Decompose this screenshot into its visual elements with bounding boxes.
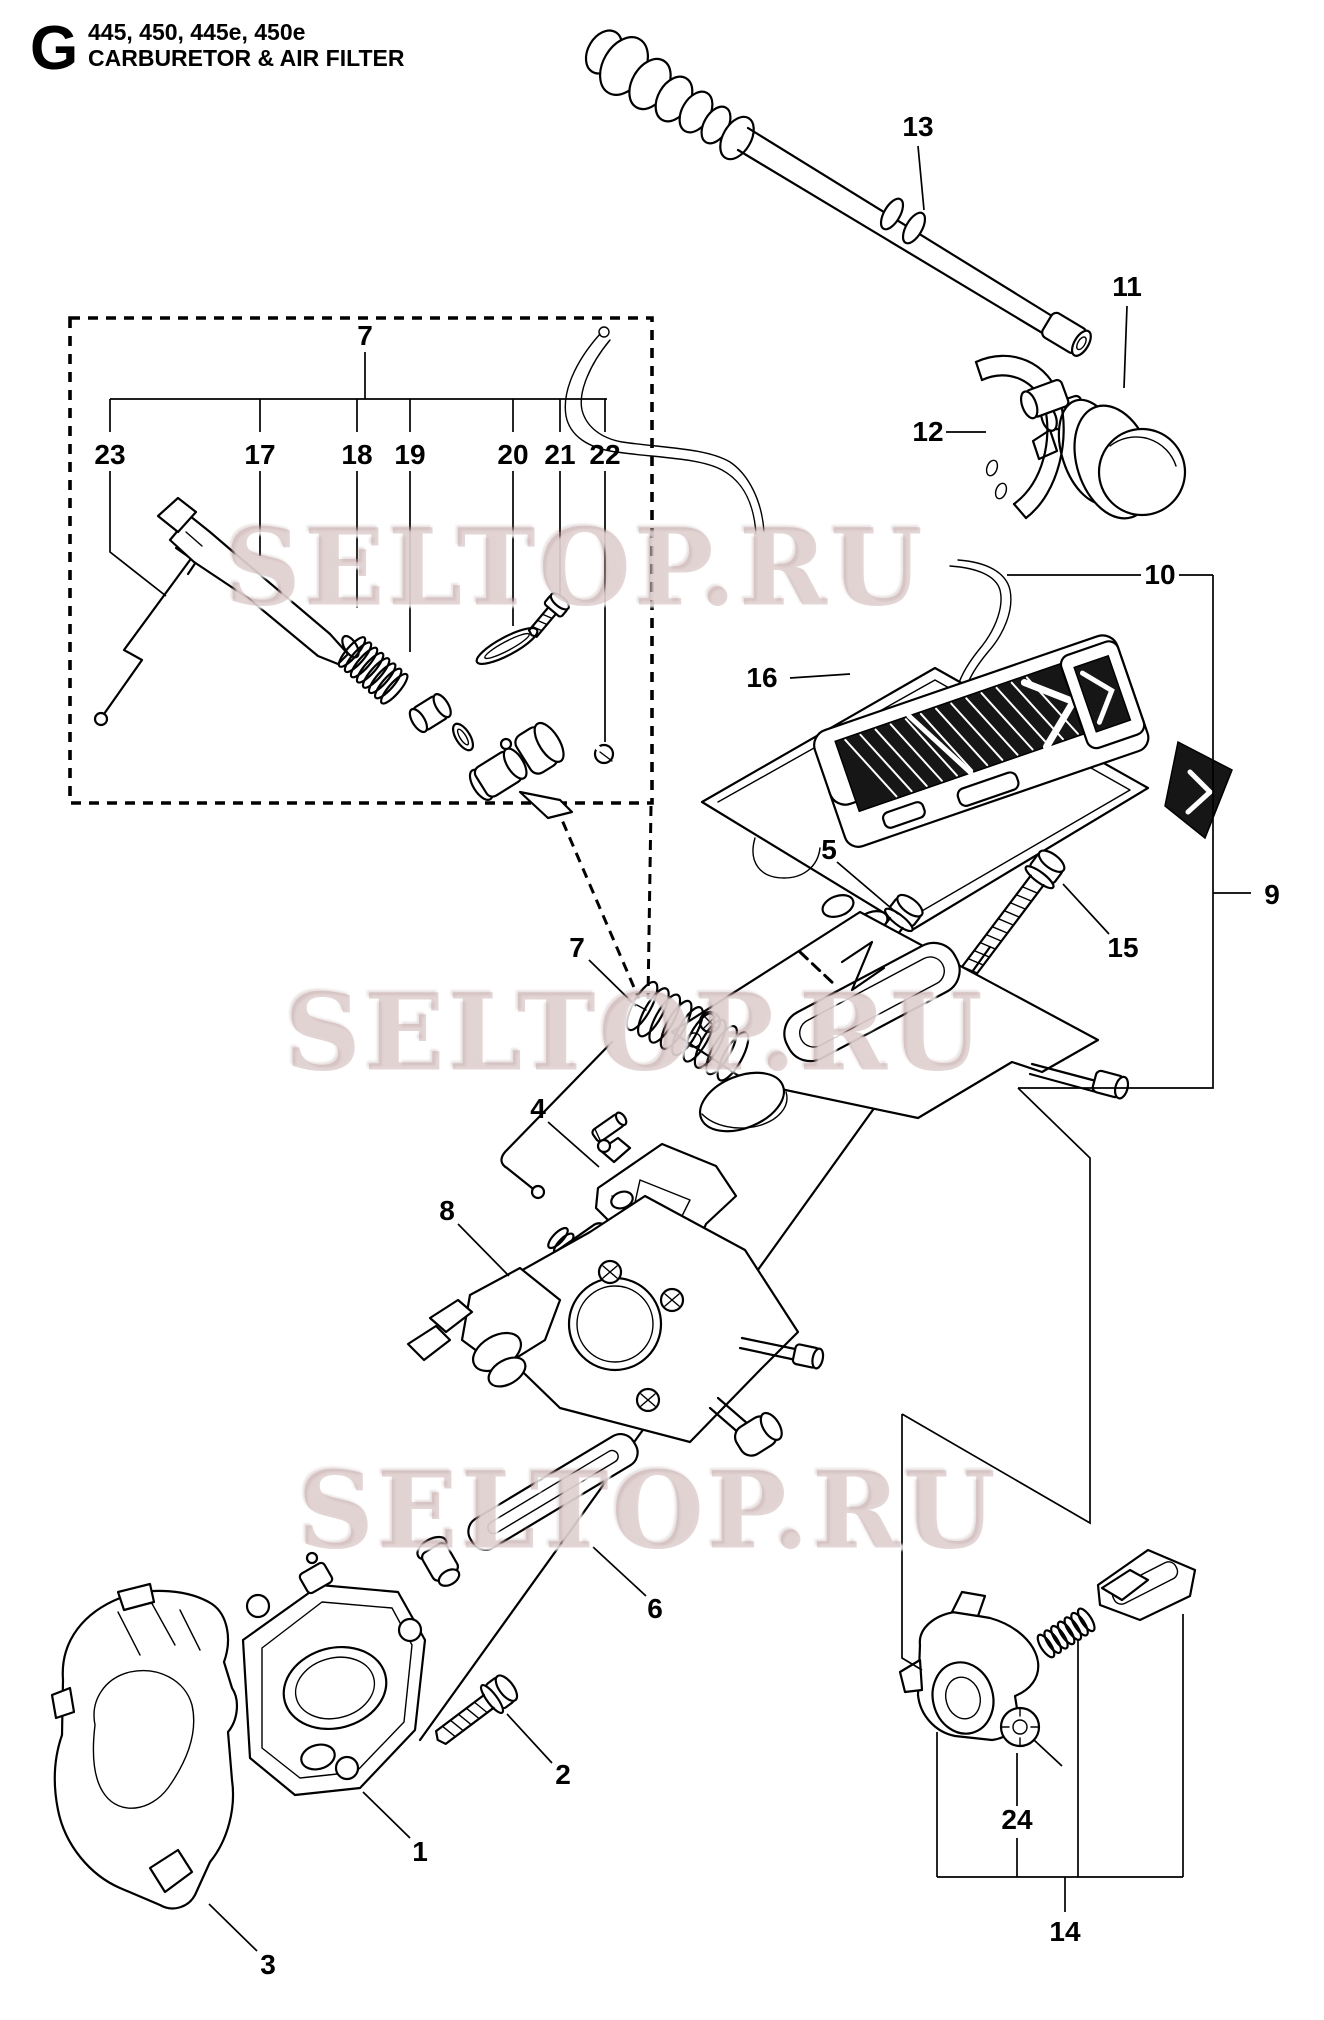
- bushing-19: [408, 693, 475, 752]
- choke-wire-23: [93, 546, 198, 727]
- detail-box-leader-b: [646, 805, 653, 1000]
- group-brackets: [901, 574, 1251, 1912]
- throttle-shaft-assembly: [468, 721, 574, 820]
- part-number-callout-22: 22: [589, 439, 621, 470]
- part-number-callout-17: 17: [244, 439, 276, 470]
- watermark: SELTOP.RU: [297, 1447, 999, 1573]
- section-letter: G: [30, 14, 79, 83]
- spring-18: [337, 636, 409, 705]
- pump-elbow: [416, 1535, 461, 1587]
- part-number-callout-12: 12: [912, 416, 944, 447]
- part-number-callout-9: 9: [1264, 879, 1280, 910]
- gasket-6: [467, 1432, 639, 1552]
- purge-hose-12: [974, 354, 1070, 520]
- primer-bulb-11: [1031, 394, 1187, 520]
- callout-leaders: [208, 145, 1128, 1952]
- detail-box-leader-a: [554, 805, 641, 1000]
- air-filter-16: [813, 634, 1150, 848]
- part-number-callout-3: 3: [260, 1949, 276, 1980]
- fuel-hose-13: [584, 29, 1092, 357]
- detail-box-bracket: [109, 352, 607, 742]
- part-number-callout-1: 1: [412, 1836, 428, 1867]
- choke-rod-tip: [591, 1111, 628, 1143]
- part-number-callout-19: 19: [394, 439, 426, 470]
- part-number-callout-8: 8: [439, 1195, 455, 1226]
- choke-rod-17: [156, 496, 360, 666]
- part-number-callout-7: 7: [357, 320, 373, 351]
- screw-21: [527, 592, 570, 638]
- washer-20: [475, 627, 539, 665]
- part-number-callout-14: 14: [1049, 1916, 1081, 1947]
- carburetor-spring-7: [625, 980, 750, 1082]
- impulse-hose: [949, 559, 1012, 689]
- carburetor-detail-box: [68, 316, 654, 805]
- part-number-callout-21: 21: [544, 439, 576, 470]
- clip-22: [593, 743, 615, 765]
- part-number-callout-18: 18: [341, 439, 373, 470]
- carburetor-bracket-plate: [670, 910, 1130, 1133]
- part-number-callout-6: 6: [647, 1593, 663, 1624]
- part-number-callout-24: 24: [1001, 1804, 1033, 1835]
- watermark: SELTOP.RU: [224, 504, 926, 630]
- baffle-plate-3: [50, 1582, 238, 1910]
- part-number-callout-20: 20: [497, 439, 529, 470]
- part-number-callout-4: 4: [530, 1093, 546, 1124]
- watermark: SELTOP.RU: [284, 969, 986, 1095]
- part-number-callout-5: 5: [821, 834, 837, 865]
- carburetor-body: [406, 1194, 825, 1457]
- page-title: CARBURETOR & AIR FILTER: [88, 44, 405, 71]
- screw-2: [434, 1674, 519, 1746]
- part-number-callout-11: 11: [1112, 271, 1142, 302]
- part-number-callout-10: 10: [1144, 559, 1176, 590]
- part-number-callout-16: 16: [746, 662, 778, 693]
- model-list: 445, 450, 445e, 450e: [88, 19, 306, 45]
- part-number-callout-13: 13: [902, 111, 934, 142]
- part-number-callout-7: 7: [569, 932, 585, 963]
- vent-hose: [564, 326, 765, 535]
- intake-flange-1: [241, 1551, 427, 1797]
- part-number-callout-23: 23: [94, 439, 126, 470]
- choke-wire-link: [500, 1040, 614, 1200]
- choke-control-assembly: [898, 1548, 1197, 1767]
- part-number-callout-2: 2: [555, 1759, 571, 1790]
- part-number-callout-15: 15: [1107, 932, 1139, 963]
